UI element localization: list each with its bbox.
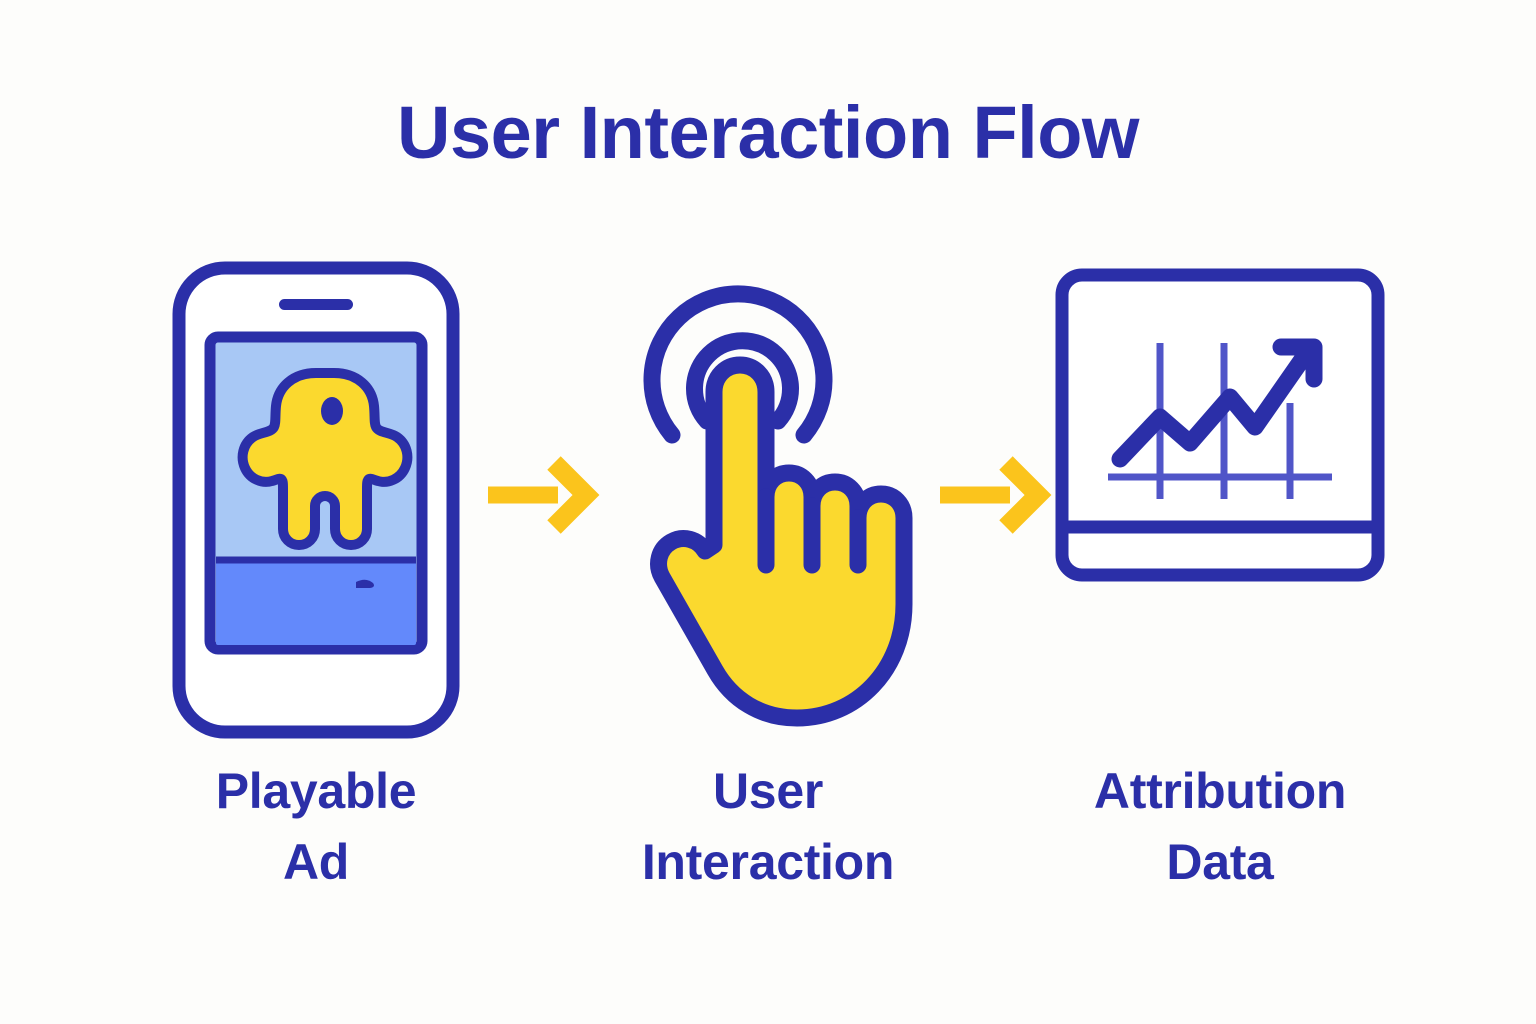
- label-line-2: Data: [1166, 834, 1274, 890]
- chart-trend-line: [1111, 342, 1317, 468]
- arrow-head: [999, 456, 1052, 534]
- chart-trend-arrowhead: [1272, 338, 1323, 388]
- arrow-head: [547, 456, 600, 534]
- page-title: User Interaction Flow: [397, 91, 1139, 174]
- flow-step-label-attribution-data: Attribution Data: [1094, 756, 1346, 898]
- flow-connector-1: [477, 250, 607, 750]
- label-line-1: User: [713, 763, 823, 819]
- tap-ripple-inner-icon: [686, 332, 799, 430]
- label-line-2: Interaction: [641, 834, 895, 890]
- label-line-2: Ad: [282, 834, 350, 890]
- flow-step-label-playable-ad: Playable Ad: [216, 756, 417, 898]
- playable-ad-icon-box: [166, 250, 466, 750]
- attribution-data-icon-box: [1050, 250, 1390, 750]
- label-line-1: Playable: [215, 763, 417, 819]
- flow-step-attribution-data[interactable]: Attribution Data: [1055, 250, 1385, 898]
- flow-step-playable-ad[interactable]: Playable Ad: [151, 250, 481, 898]
- game-character: [237, 368, 413, 550]
- arrow-right-icon: [940, 456, 1052, 534]
- flow-step-label-user-interaction: User Interaction: [641, 756, 895, 898]
- phone-speaker-icon: [279, 299, 353, 310]
- game-character-eye: [321, 397, 343, 425]
- smartphone-playable-ad-icon: [172, 261, 460, 739]
- label-line-1: Attribution: [1093, 763, 1347, 819]
- tap-hand-icon: [643, 285, 913, 727]
- game-ground: [216, 560, 416, 645]
- game-ground-detail: [356, 579, 374, 588]
- flow-diagram: Playable Ad: [0, 250, 1536, 930]
- analytics-chart-icon: [1055, 268, 1385, 582]
- arrow-right-icon: [488, 456, 600, 534]
- tap-ripple-outer-icon: [643, 285, 833, 444]
- user-interaction-icon-box: [618, 250, 918, 750]
- flow-connector-2: [929, 250, 1059, 750]
- flow-step-user-interaction[interactable]: User Interaction: [603, 250, 933, 898]
